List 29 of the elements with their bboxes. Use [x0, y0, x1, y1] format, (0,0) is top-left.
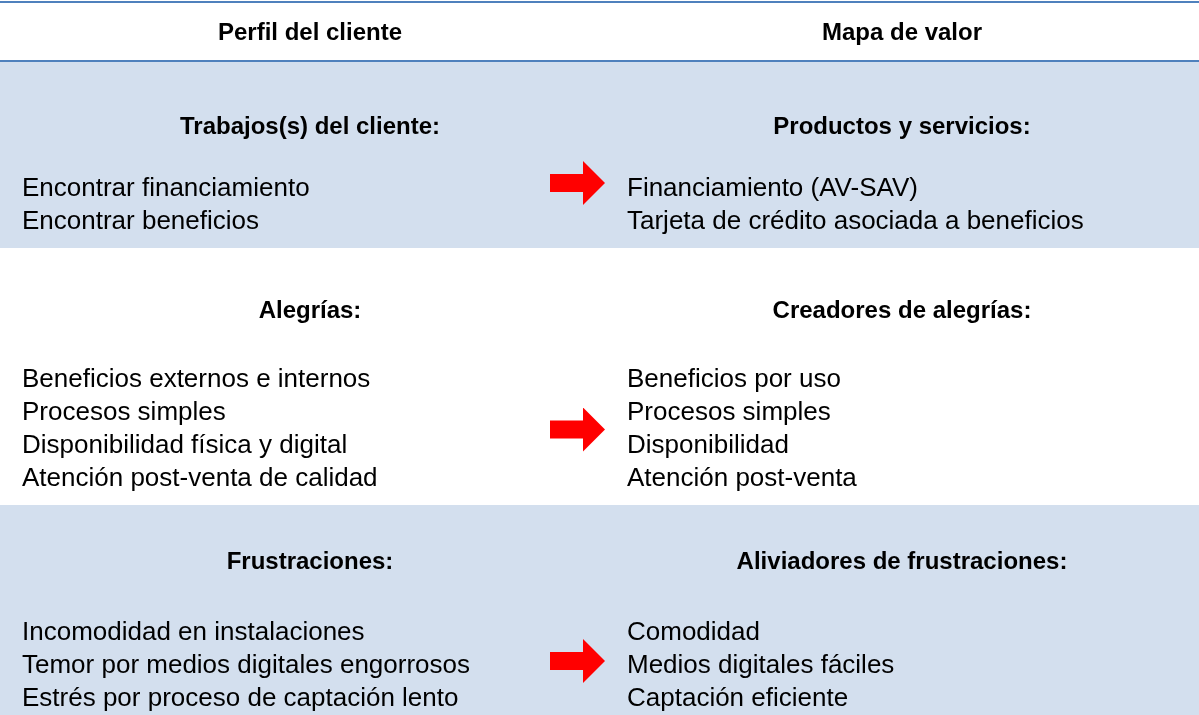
- arrow: [550, 639, 605, 683]
- list-item: Procesos simples: [22, 395, 227, 428]
- list-item: Encontrar financiamiento: [22, 171, 310, 204]
- list-item: Disponibilidad física y digital: [22, 428, 349, 461]
- list-item: Comodidad: [627, 615, 761, 648]
- list-item: Medios digitales fáciles: [627, 648, 895, 681]
- section-heading: Creadores de alegrías:: [771, 296, 1033, 324]
- list-item: Beneficios externos e internos: [22, 362, 372, 395]
- section-heading: Aliviadores de frustraciones:: [735, 547, 1069, 575]
- column-heading: Perfil del cliente: [216, 18, 404, 46]
- list-item: Incomodidad en instalaciones: [22, 615, 366, 648]
- list-item: Atención post-venta: [627, 461, 857, 494]
- list-item: Captación eficiente: [627, 681, 850, 714]
- list-item: Beneficios por uso: [627, 362, 842, 395]
- list-item: Financiamiento (AV-SAV): [627, 171, 919, 204]
- column-heading: Mapa de valor: [820, 18, 984, 46]
- list-item: Temor por medios digitales engorrosos: [22, 648, 470, 681]
- section-heading: Alegrías:: [257, 296, 363, 324]
- list-item: Encontrar beneficios: [22, 204, 261, 237]
- arrow: [550, 407, 605, 452]
- section-heading: Trabajos(s) del cliente:: [178, 112, 442, 140]
- arrow: [550, 161, 605, 205]
- list-item: Disponibilidad: [627, 428, 790, 461]
- section-heading: Frustraciones:: [225, 547, 395, 575]
- list-item: Tarjeta de crédito asociada a beneficios: [627, 204, 1084, 237]
- list-item: Estrés por proceso de captación lento: [22, 681, 460, 714]
- section-heading: Productos y servicios:: [772, 112, 1032, 140]
- list-item: Atención post-venta de calidad: [22, 461, 378, 494]
- list-item: Procesos simples: [627, 395, 832, 428]
